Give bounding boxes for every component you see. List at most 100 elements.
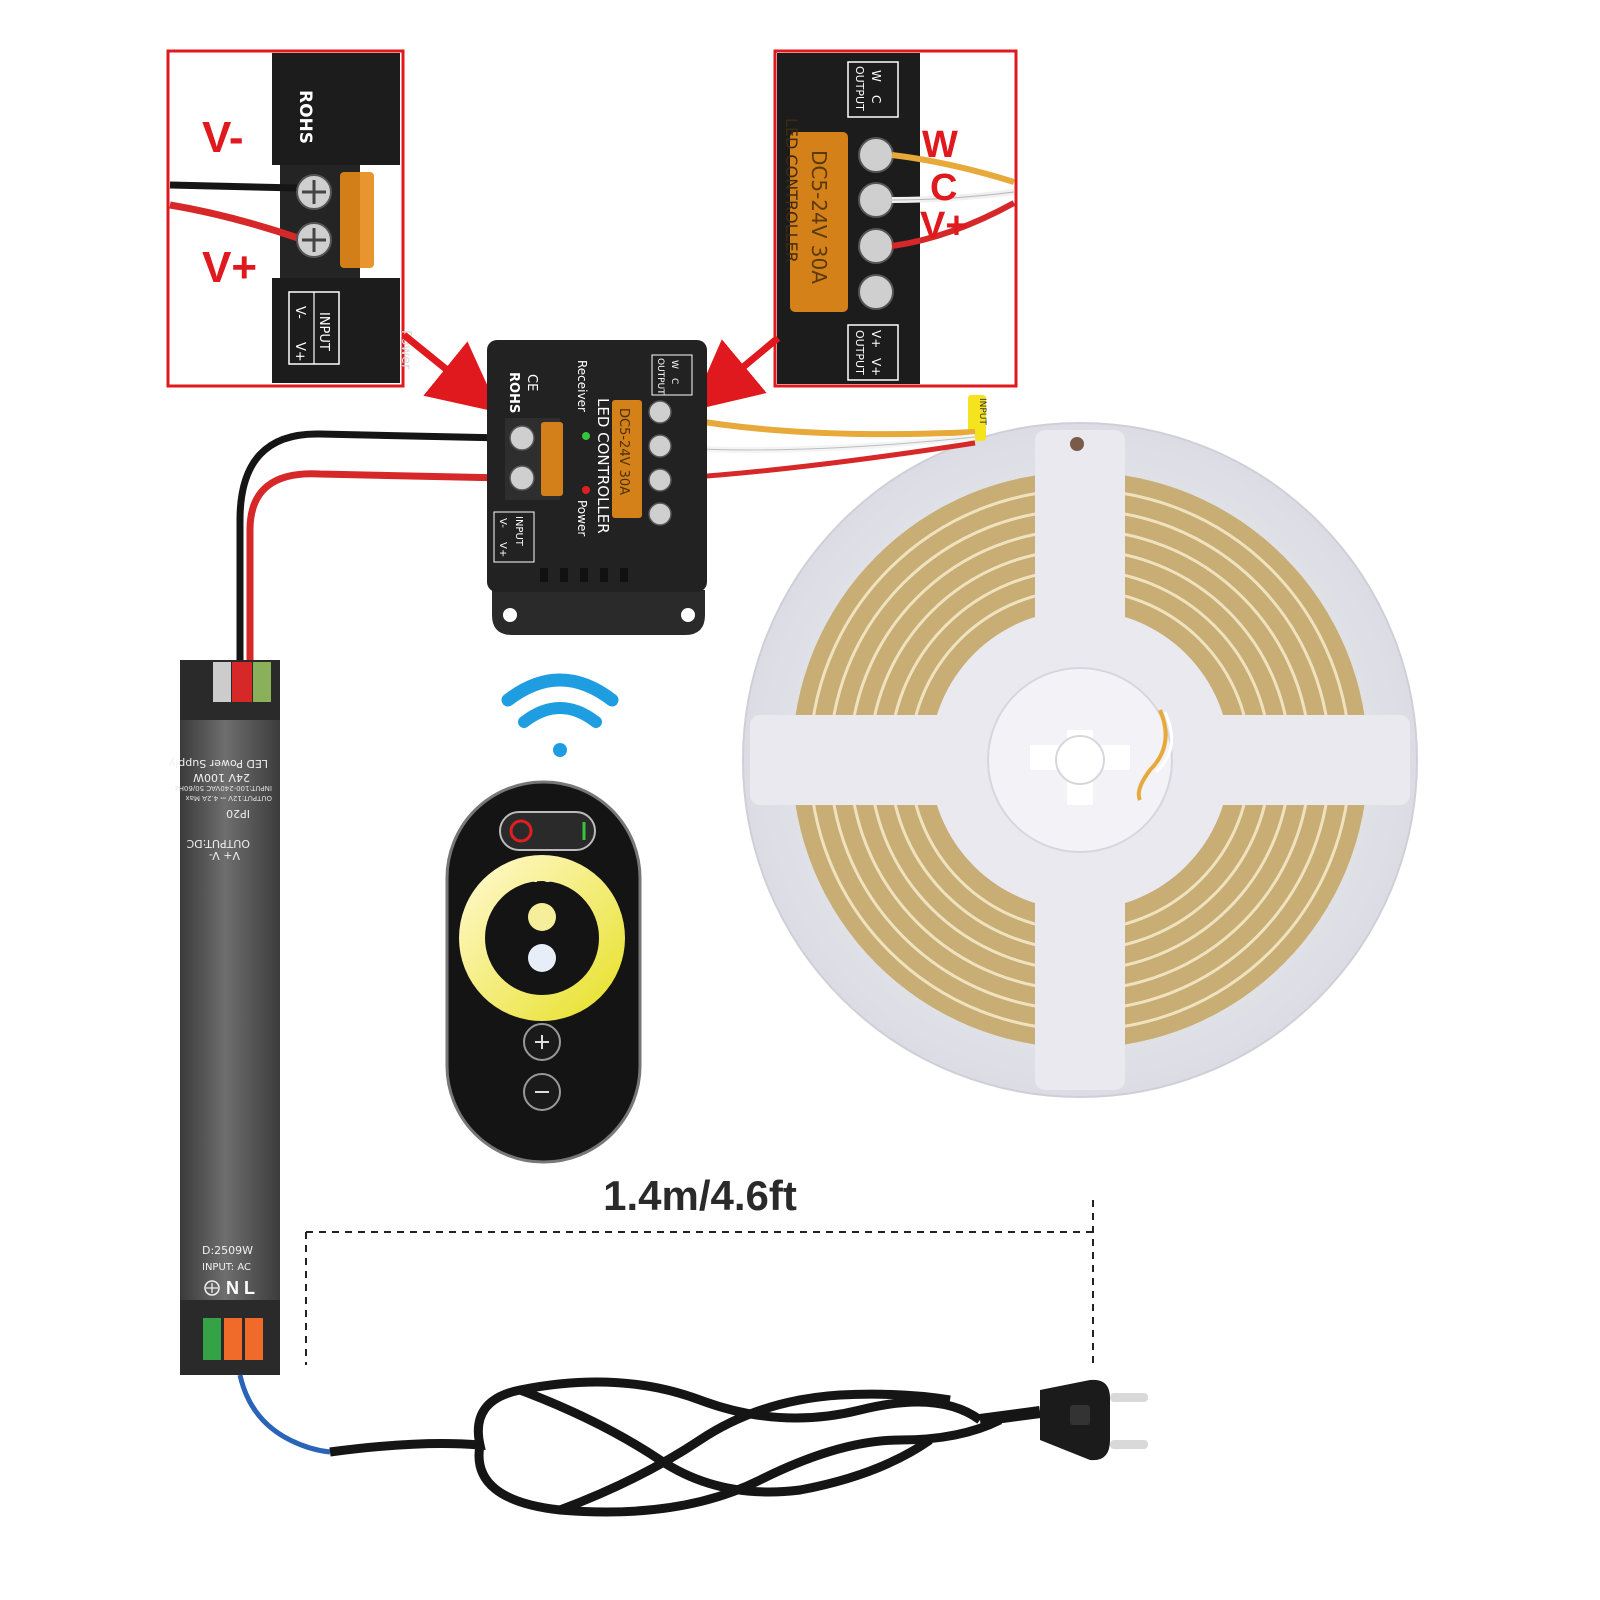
callout-right-output-top-box: [847, 61, 899, 118]
plug-grip: [1070, 1405, 1090, 1425]
remote-color-ring[interactable]: [459, 855, 625, 1021]
remote-cool-button[interactable]: [528, 944, 556, 972]
plug-pin-top: [1110, 1393, 1148, 1402]
callout-left-brand: ROHS: [295, 90, 315, 144]
ps-model: D:2509W: [202, 1244, 253, 1257]
reel-center-hole: [1055, 735, 1105, 785]
callout-right-output-top-header: OUTPUT: [853, 66, 866, 111]
controller-title: LED CONTROLLER: [594, 398, 612, 534]
controller-vent-5: [620, 568, 628, 582]
controller-input-box: [493, 511, 535, 563]
controller-receiver-label: Receiver: [575, 360, 589, 412]
cable-length-label: 1.4m/4.6ft: [603, 1172, 797, 1219]
controller-receiver-led: [582, 432, 590, 440]
controller-mount-hole-right: [681, 608, 695, 622]
callout-left: ROHS INPUT V- V+ Power V- V+: [166, 49, 413, 388]
controller-output-screw-2: [648, 434, 672, 458]
wifi-icon: [501, 673, 619, 757]
controller-vents: [540, 568, 628, 582]
callout-right: OUTPUT C W OUTPUT V+ V+ DC5-24V 30A LED …: [773, 49, 1018, 388]
controller-brand: ROHS: [506, 372, 521, 413]
plug-pin-bottom: [1110, 1440, 1148, 1449]
ps-output-label: OUTPUT:DC: [186, 837, 250, 850]
cord-segment-2: [474, 1415, 1003, 1517]
controller-output-cover: [612, 400, 642, 518]
reel-hanging-hole: [1070, 437, 1084, 451]
ps-product-name: LED Power Supply: [168, 757, 268, 770]
ps-output-pins: V+ V-: [209, 849, 240, 862]
controller-power-led: [582, 486, 590, 494]
power-icon[interactable]: [509, 819, 533, 843]
cord-segment-3: [518, 1385, 933, 1497]
ps-pins-ac: N L: [226, 1278, 255, 1298]
ps-spec-line1: OUTPUT:12V ⎓ 4.2A Max: [186, 794, 272, 802]
controller-output-screw-1: [648, 400, 672, 424]
callout-right-label-c: C: [930, 167, 957, 209]
led-controller: ROHS CE Receiver Power LED CONTROLLER DC…: [487, 340, 707, 635]
callout-right-output-bottom-box: [847, 324, 899, 381]
led-strip-reel: INPUT: [742, 395, 1418, 1098]
ps-body: [180, 720, 280, 1300]
wire-red-to-strip: [679, 440, 976, 481]
arrow-left-callout: [401, 332, 500, 413]
wire-white-to-strip-outline: [679, 436, 976, 451]
callout-right-output-bottom-vplus-2: V+: [869, 358, 883, 376]
ac-power-cord: [237, 1374, 1041, 1517]
controller-input-vminus: V-: [497, 518, 508, 528]
callout-right-output-top-c: C: [869, 95, 883, 103]
callout-left-label-vminus: V-: [202, 113, 244, 162]
callout-left-red-wire: [169, 201, 300, 242]
callout-right-screw-vplus: [858, 228, 894, 264]
wire-black-ps-to-controller: [236, 430, 506, 668]
cord-blue-wire: [237, 1374, 331, 1455]
callout-right-output-bottom-header: OUTPUT: [853, 330, 866, 375]
controller-output-screw-4: [648, 502, 672, 526]
cable-length-dimension: [305, 1200, 1094, 1365]
callout-right-label-w: W: [922, 124, 958, 166]
controller-input-screw-1: [509, 425, 535, 451]
controller-vent-4: [600, 568, 608, 582]
ps-output-terminal-red: [232, 662, 252, 702]
callout-left-label-vplus: V+: [202, 243, 257, 292]
callout-right-screw-4: [858, 274, 894, 310]
callout-left-body-bottom: [272, 278, 400, 383]
controller-output-w: W: [669, 360, 679, 369]
controller-output-c: C: [669, 378, 679, 384]
callout-left-orange-cover: [340, 172, 374, 268]
cord-segment-4: [558, 1389, 951, 1515]
wire-red-ps-to-controller: [246, 470, 506, 668]
ps-input-terminal-orange-1: [224, 1318, 242, 1360]
ps-output-terminal-grey: [213, 662, 231, 702]
euro-plug: [1040, 1379, 1148, 1461]
callout-right-output-top-w: W: [869, 70, 883, 82]
ps-input-terminal-orange-2: [245, 1318, 263, 1360]
arrow-right-callout: [690, 335, 781, 411]
callout-left-body-top: [272, 53, 400, 165]
controller-rating: DC5-24V 30A: [616, 408, 631, 495]
callout-right-cover-text: DC5-24V 30A: [807, 150, 831, 284]
callout-right-orange-cover: [790, 132, 848, 312]
callout-left-input-vplus: V+: [292, 342, 307, 362]
controller-output-screw-3: [648, 468, 672, 492]
remote-power-switch[interactable]: [499, 811, 596, 851]
controller-input-vplus: V+: [497, 542, 508, 557]
callout-right-yellow-wire: [891, 152, 1015, 185]
ps-wattage: 24V 100W: [193, 771, 250, 784]
controller-mount-flange: [492, 590, 705, 635]
strip-input-tag-text: INPUT: [977, 398, 987, 425]
callout-right-screw-w: [858, 137, 894, 173]
remote-warm-button[interactable]: [528, 903, 556, 931]
callout-right-screw-c: [858, 182, 894, 218]
callout-right-label-vplus: V+: [920, 205, 968, 247]
callout-right-white-wire-outline: [891, 191, 1015, 201]
reel-inner-lead-yellow: [1136, 709, 1168, 801]
callout-right-side-text: LED CONTROLLER: [782, 118, 801, 263]
controller-vent-3: [580, 568, 588, 582]
callout-left-black-wire: [169, 181, 299, 192]
callout-right-red-wire: [891, 200, 1016, 249]
callout-left-input-vminus: V-: [292, 306, 307, 319]
ps-input-terminal-green: [203, 1318, 221, 1360]
controller-vent-2: [560, 568, 568, 582]
ps-top-labels: OUTPUT:DC V+ V- IP20 OUTPUT:12V ⎓ 4.2A M…: [168, 757, 272, 862]
